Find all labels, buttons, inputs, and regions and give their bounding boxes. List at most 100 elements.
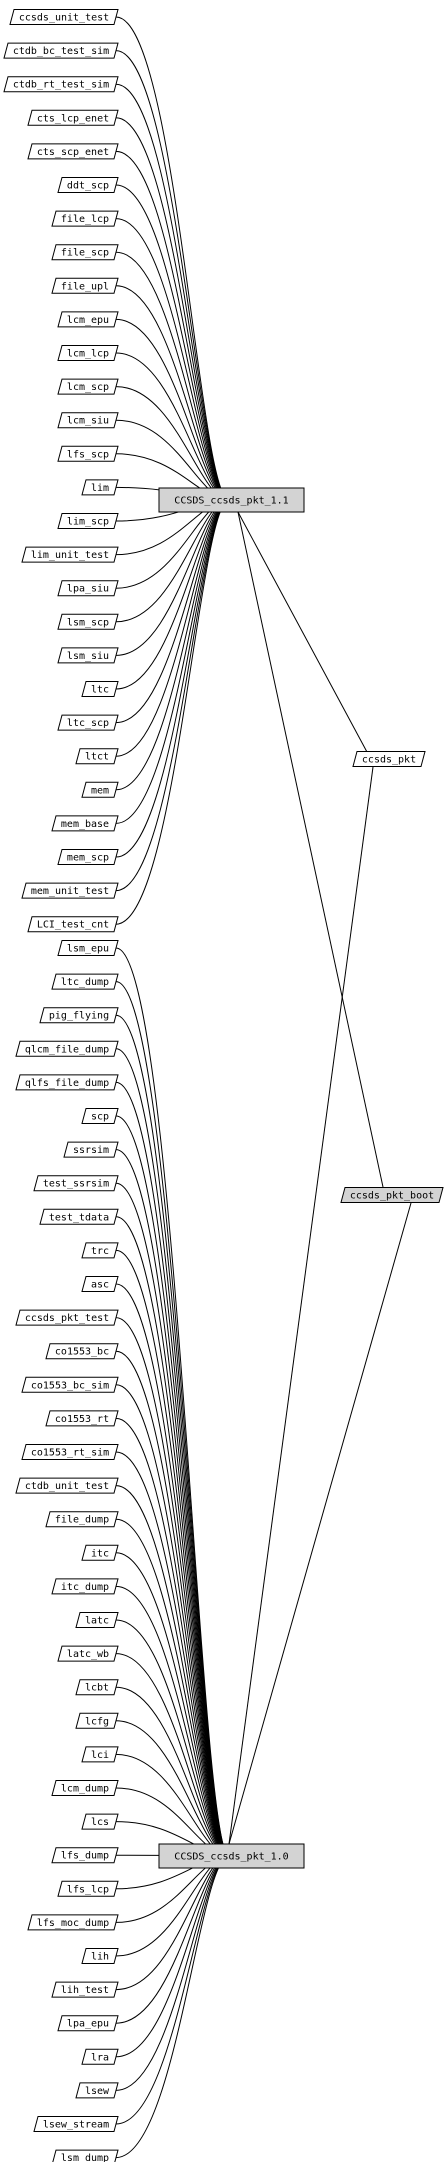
package-node-lcs: lcs — [81, 1813, 119, 1830]
package-node-lfs-moc-dump: lfs_moc_dump — [27, 1914, 119, 1931]
package-node-mem-unit-test-label: mem_unit_test — [31, 886, 109, 897]
package-node-ltc-dump: ltc_dump — [51, 973, 119, 990]
package-node-cts-scp-enet-shape — [27, 143, 119, 160]
package-node-scp-label: scp — [91, 1112, 109, 1123]
package-node-cts-lcp-enet: cts_lcp_enet — [27, 109, 119, 126]
package-node-qlcm-file-dump: qlcm_file_dump — [15, 1040, 119, 1057]
package-node-lim-shape — [81, 479, 119, 496]
package-node-lfs-moc-dump-shape — [27, 1914, 119, 1931]
package-node-latc-wb-label: latc_wb — [67, 1649, 109, 1660]
package-node-ccsds-pkt-shape — [352, 751, 426, 767]
target-ccsds-pkt-1-0-label: CCSDS_ccsds_pkt_1.0 — [174, 1852, 288, 1863]
package-node-latc: latc — [75, 1612, 119, 1628]
package-node-lcm-scp-label: lcm_scp — [67, 382, 109, 393]
package-node-lfs-dump-shape — [51, 1847, 119, 1864]
edge-itc-dump — [115, 1585, 230, 1861]
package-node-ltct-label: ltct — [85, 752, 109, 763]
edge-co1553-rt — [115, 1417, 230, 1861]
package-node-lsew-label: lsew — [85, 2086, 110, 2097]
package-node-pig-flying: pig_flying — [39, 1007, 119, 1024]
package-node-lcm-siu-shape — [57, 412, 119, 429]
package-node-trc-label: trc — [91, 1246, 109, 1257]
package-node-co1553-rt-shape — [45, 1410, 119, 1427]
package-node-lim-unit-test-shape — [21, 546, 119, 563]
package-node-latc-wb: latc_wb — [57, 1645, 119, 1662]
package-node-ccsds-pkt-boot-shape — [340, 1187, 444, 1203]
package-node-lcs-label: lcs — [91, 1817, 109, 1828]
package-node-mem-scp-shape — [57, 849, 119, 865]
target-ccsds-pkt-1-1-label: CCSDS_ccsds_pkt_1.1 — [174, 496, 288, 507]
package-node-file-dump: file_dump — [45, 1511, 119, 1528]
package-node-lra: lra — [81, 2048, 119, 2065]
package-node-lfs-dump-label: lfs_dump — [61, 1851, 109, 1862]
package-node-ssrsim-label: ssrsim — [73, 1145, 109, 1156]
package-node-lim-scp-shape — [57, 513, 119, 529]
package-node-lcm-epu-shape — [57, 311, 119, 328]
package-node-itc: itc — [81, 1544, 119, 1561]
package-node-lim: lim — [81, 479, 119, 496]
package-node-lci-test-cnt: LCI_test_cnt — [27, 916, 119, 933]
package-node-lcbt-shape — [75, 1679, 119, 1696]
package-node-itc-shape — [81, 1544, 119, 1561]
package-node-mem: mem — [81, 781, 119, 798]
package-node-lcm-siu: lcm_siu — [57, 412, 119, 429]
package-node-lim-unit-test-label: lim_unit_test — [31, 550, 109, 561]
package-node-ltc-scp: ltc_scp — [57, 714, 119, 731]
package-node-lsew-stream-shape — [33, 2116, 119, 2132]
package-node-lsm-siu-shape — [57, 647, 119, 664]
edge-ddt-scp — [115, 184, 230, 505]
package-node-lsew-stream: lsew_stream — [33, 2116, 119, 2132]
package-node-lcbt: lcbt — [75, 1679, 119, 1696]
package-node-mem-shape — [81, 781, 119, 798]
package-node-mem-scp: mem_scp — [57, 849, 119, 865]
package-node-ccsds-unit-test-label: ccsds_unit_test — [19, 13, 109, 24]
edge-mem-base — [115, 495, 230, 824]
package-node-lcm-dump: lcm_dump — [51, 1780, 119, 1796]
package-node-test-ssrsim-shape — [33, 1175, 119, 1192]
package-node-ltc-dump-label: ltc_dump — [61, 977, 109, 988]
package-node-file-upl-label: file_upl — [61, 281, 109, 292]
package-node-cts-lcp-enet-label: cts_lcp_enet — [37, 113, 109, 124]
package-node-file-lcp-label: file_lcp — [61, 214, 109, 225]
package-node-lcm-scp-shape — [57, 378, 119, 395]
package-node-lsew-shape — [75, 2082, 119, 2099]
package-node-lci-shape — [81, 1746, 119, 1763]
package-node-cts-scp-enet-label: cts_scp_enet — [37, 147, 109, 158]
package-node-ctdb-unit-test: ctdb_unit_test — [15, 1477, 119, 1494]
package-node-file-lcp-shape — [51, 210, 119, 227]
package-node-qlfs-file-dump-shape — [15, 1074, 119, 1091]
package-node-asc-label: asc — [91, 1280, 109, 1291]
package-node-pig-flying-label: pig_flying — [49, 1011, 109, 1022]
edge-lsew-stream — [115, 1851, 230, 2125]
package-node-test-ssrsim: test_ssrsim — [33, 1175, 119, 1192]
package-node-lci: lci — [81, 1746, 119, 1763]
target-ccsds-pkt-1-1: CCSDS_ccsds_pkt_1.1 — [158, 487, 305, 513]
edge-cts-lcp-enet — [115, 117, 230, 505]
package-node-test-ssrsim-label: test_ssrsim — [43, 1179, 109, 1190]
package-node-qlfs-file-dump: qlfs_file_dump — [15, 1074, 119, 1091]
package-node-lsew-stream-label: lsew_stream — [43, 2120, 109, 2131]
edge-cts-scp-enet — [115, 150, 230, 505]
package-node-lra-shape — [81, 2048, 119, 2065]
package-node-latc-wb-shape — [57, 1645, 119, 1662]
edge-lsm-dump — [115, 1851, 230, 2159]
edge-co1553-bc-sim — [115, 1384, 230, 1861]
package-node-lim-label: lim — [91, 483, 109, 494]
edge-co1553-rt-sim — [115, 1451, 230, 1861]
edge-itc — [115, 1552, 230, 1861]
edge-ccsds-unit-test — [115, 16, 230, 505]
package-node-test-tdata: test_tdata — [39, 1208, 119, 1225]
package-node-qlcm-file-dump-shape — [15, 1040, 119, 1057]
package-node-lcm-epu: lcm_epu — [57, 311, 119, 328]
package-node-lsm-dump: lsm_dump — [52, 2149, 119, 2162]
edge-mem — [115, 495, 230, 791]
edge-file-dump — [115, 1518, 230, 1861]
package-node-ltc-label: ltc — [91, 685, 109, 696]
package-node-ltc-scp-shape — [57, 714, 119, 731]
package-node-file-scp-label: file_scp — [61, 248, 109, 259]
package-node-lcm-epu-label: lcm_epu — [67, 315, 109, 326]
package-node-trc: trc — [81, 1242, 119, 1259]
package-node-lcm-scp: lcm_scp — [57, 378, 119, 395]
package-node-ltc-shape — [81, 681, 119, 697]
